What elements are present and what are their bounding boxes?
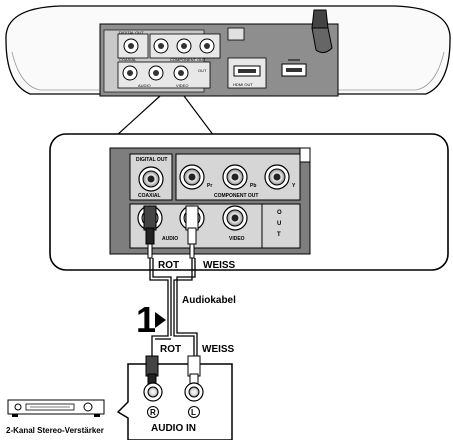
step-number: 1 xyxy=(136,299,156,340)
top-coaxial-label: COAXIAL xyxy=(119,57,137,62)
callout-digital-out-label: DIGITAL OUT xyxy=(136,157,167,163)
audio-in-label: AUDIO IN xyxy=(151,423,196,434)
upper-rot-label: ROT xyxy=(158,260,179,271)
audiokabel-label: Audiokabel xyxy=(182,295,236,306)
callout-y-label: Y xyxy=(292,183,296,189)
top-hdmi-label: HDMI OUT xyxy=(233,82,253,87)
callout-component-out-label: COMPONENT OUT xyxy=(214,193,258,199)
stereo-amplifier-icon xyxy=(7,399,105,417)
top-component-out-label: COMPONENT OUT xyxy=(170,57,206,62)
player-device: DIGITAL OUT COAXIAL COMPONENT OUT AUDIO … xyxy=(5,5,451,97)
amplifier-panel: R L AUDIO IN xyxy=(116,355,233,440)
amplifier-caption: 2-Kanal Stereo-Verstärker xyxy=(6,426,104,435)
callout-out-letter-u: U xyxy=(277,221,281,227)
lower-weiss-label: WEISS xyxy=(202,344,235,355)
upper-weiss-label: WEISS xyxy=(203,260,236,271)
callout-pr-label: Pr xyxy=(207,183,212,189)
callout-out-letter-o: O xyxy=(277,210,282,216)
audio-cable-wires xyxy=(149,258,198,356)
upper-rca-plugs xyxy=(143,205,199,259)
step-arrow-icon xyxy=(155,312,166,328)
power-cord-stub xyxy=(311,9,333,54)
top-audio-label: AUDIO xyxy=(138,83,151,88)
callout-pb-label: Pb xyxy=(250,183,256,189)
top-digital-out-label: DIGITAL OUT xyxy=(119,30,144,35)
usb-port xyxy=(281,59,307,77)
step-indicator: 1 xyxy=(136,299,166,340)
callout-box: DIGITAL OUT COAXIAL Pr Pb Y COMPONENT OU… xyxy=(49,133,449,271)
lower-rot-label: ROT xyxy=(160,344,181,355)
top-video-label: VIDEO xyxy=(176,83,188,88)
hdmi-port: HDMI OUT xyxy=(227,57,267,89)
amp-r-label: R xyxy=(150,408,156,417)
callout-out-letter-t: T xyxy=(277,232,281,238)
callout-video-label: VIDEO xyxy=(229,236,245,242)
top-out-label: OUT xyxy=(198,68,207,73)
callout-audio-label: AUDIO xyxy=(162,236,178,242)
top-panel-jacks: DIGITAL OUT COAXIAL COMPONENT OUT AUDIO … xyxy=(117,30,221,89)
amp-l-label: L xyxy=(191,408,196,417)
zoom-lines xyxy=(115,95,215,137)
callout-coaxial-label: COAXIAL xyxy=(138,193,161,199)
